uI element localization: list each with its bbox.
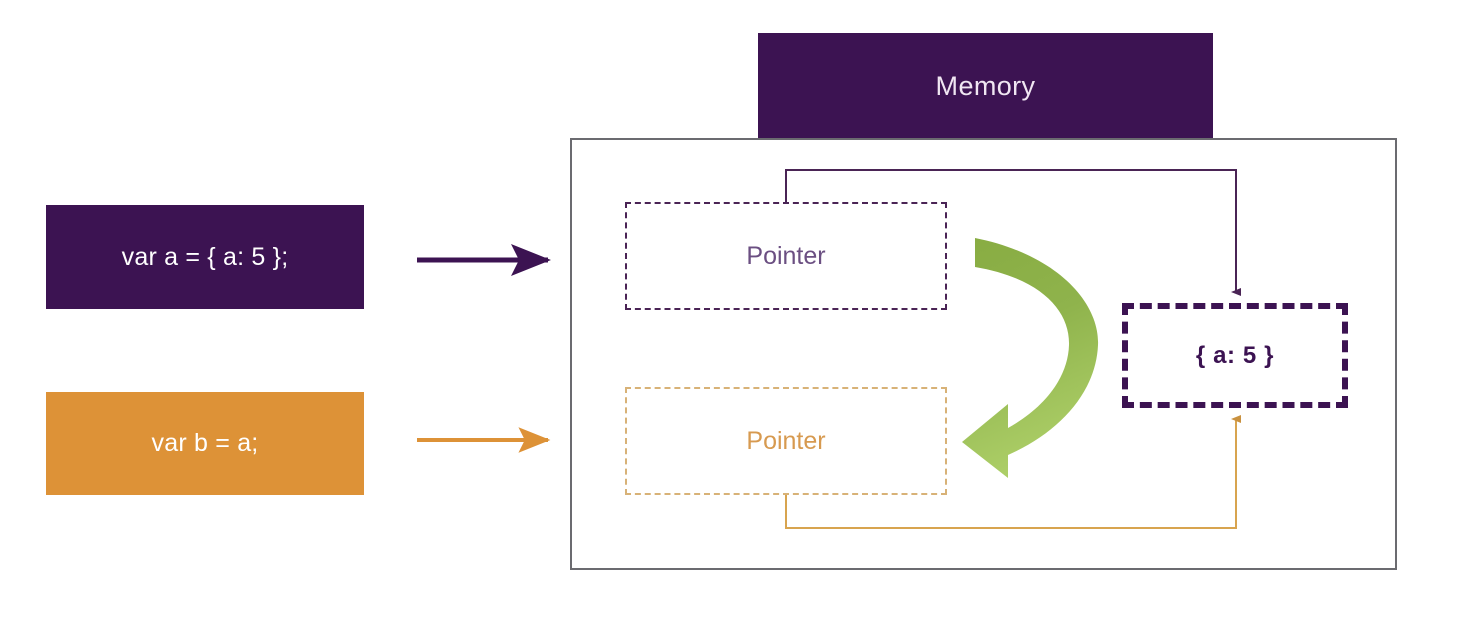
code-text-statement-a: var a = { a: 5 }; xyxy=(121,242,289,271)
pointer-slot-b: Pointer xyxy=(625,387,947,495)
memory-header: Memory xyxy=(758,33,1213,139)
code-box-statement-b: var b = a; xyxy=(46,392,364,495)
pointer-slot-b-label: Pointer xyxy=(746,426,826,455)
pointer-slot-a-label: Pointer xyxy=(746,241,826,270)
code-text-statement-b: var b = a; xyxy=(151,429,259,457)
heap-object-label: { a: 5 } xyxy=(1195,341,1275,369)
pointer-slot-a: Pointer xyxy=(625,202,947,310)
code-box-statement-a: var a = { a: 5 }; xyxy=(46,205,364,309)
memory-title: Memory xyxy=(935,70,1036,101)
heap-object-box: { a: 5 } xyxy=(1122,303,1348,408)
